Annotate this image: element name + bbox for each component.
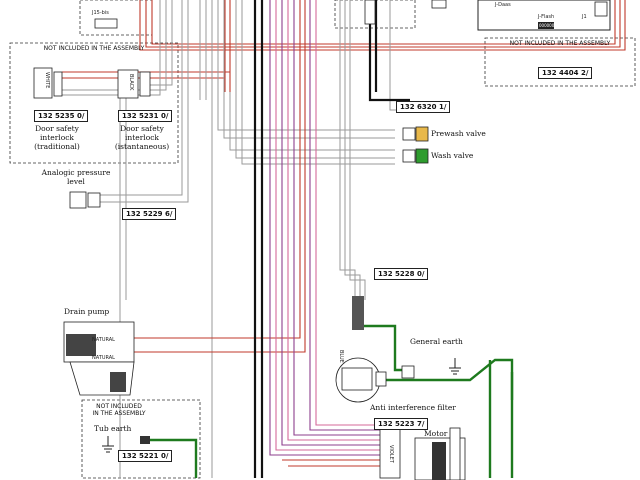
top-mid-plug bbox=[431, 0, 447, 9]
pressure-plug bbox=[87, 192, 101, 208]
left-assembly-box bbox=[9, 42, 179, 164]
drain-wire-label-1: NATURAL bbox=[92, 337, 115, 343]
drain-pump-body bbox=[63, 321, 135, 396]
right-assembly-box bbox=[484, 37, 636, 87]
board-chip bbox=[538, 22, 554, 29]
drain-pump-label: Drain pump bbox=[64, 307, 110, 316]
prewash-valve-connector bbox=[402, 127, 416, 141]
left-box-header: NOT INCLUDED IN THE ASSEMBLY bbox=[43, 45, 145, 52]
j15-label: J15-bis bbox=[92, 10, 109, 16]
valves-part-number: 132 6320 1/ bbox=[396, 101, 451, 113]
right-box-header: NOT INCLUDED IN THE ASSEMBLY bbox=[509, 40, 611, 47]
tub-earth-label: Tub earth bbox=[94, 424, 132, 433]
jdaas-label: J-Daas bbox=[495, 2, 511, 8]
filter-label: Anti interference filter bbox=[370, 403, 456, 412]
top-center-box bbox=[79, 0, 153, 36]
tub-part-number: 132 5221 0/ bbox=[118, 450, 173, 462]
board-connector bbox=[594, 1, 608, 17]
motor-label: Motor bbox=[424, 429, 448, 438]
door-trad-connector bbox=[33, 67, 53, 99]
general-earth-label: General earth bbox=[410, 337, 463, 346]
motor-part-number: 132 5223 7/ bbox=[374, 418, 429, 430]
filter-cable-sleeve bbox=[352, 296, 364, 330]
door-trad-part-number: 132 5235 0/ bbox=[34, 110, 89, 122]
right-box-part-number: 132 4404 2/ bbox=[538, 67, 593, 79]
tub-box-header: NOT INCLUDED IN THE ASSEMBLY bbox=[92, 403, 146, 417]
door-inst-connector-mark: BLACK bbox=[128, 74, 134, 91]
top-mid-connector bbox=[364, 0, 376, 25]
motor-connector-mark: VIOLET bbox=[388, 445, 394, 463]
prewash-valve-label: Prewash valve bbox=[431, 129, 486, 138]
tub-earth-lug bbox=[140, 436, 150, 444]
violet-wires bbox=[269, 0, 380, 467]
j1-label: J1 bbox=[582, 14, 587, 20]
filter-connector bbox=[401, 365, 415, 379]
wash-valve-connector bbox=[402, 149, 416, 163]
door-inst-connector bbox=[117, 69, 139, 99]
door-trad-connector-mark: WHITE bbox=[44, 72, 50, 89]
j15-connector bbox=[94, 18, 118, 29]
door-inst-label: Door safety interlock (istantaneous) bbox=[114, 124, 170, 151]
filter-mark: BLUE bbox=[338, 350, 344, 363]
pressure-label: Analogic pressure level bbox=[41, 168, 111, 186]
filter-part-number: 132 5228 0/ bbox=[374, 268, 429, 280]
tub-assembly-box bbox=[81, 399, 201, 479]
prewash-valve-body bbox=[415, 126, 429, 142]
drain-wire-label-2: NATURAL bbox=[92, 355, 115, 361]
wash-valve-body bbox=[415, 148, 429, 164]
motor-body bbox=[414, 427, 466, 480]
green-earth-wires bbox=[150, 324, 514, 478]
pressure-part-number: 132 5229 6/ bbox=[122, 208, 177, 220]
pressure-connector bbox=[69, 191, 87, 209]
tub-earth-symbol bbox=[102, 436, 114, 453]
jflash-label: J-Flash bbox=[538, 14, 555, 20]
filter-terminal bbox=[375, 371, 387, 387]
door-trad-plug bbox=[53, 71, 63, 97]
general-earth-symbol bbox=[449, 358, 461, 375]
red-drain-wires bbox=[100, 0, 306, 353]
door-inst-plug bbox=[139, 71, 151, 97]
filter-block bbox=[341, 367, 373, 391]
chip-label: 000000 bbox=[539, 23, 555, 28]
door-trad-label: Door safety interlock (traditional) bbox=[34, 124, 80, 151]
door-inst-part-number: 132 5231 0/ bbox=[118, 110, 173, 122]
wash-valve-label: Wash valve bbox=[431, 151, 474, 160]
black-wires bbox=[253, 0, 410, 478]
